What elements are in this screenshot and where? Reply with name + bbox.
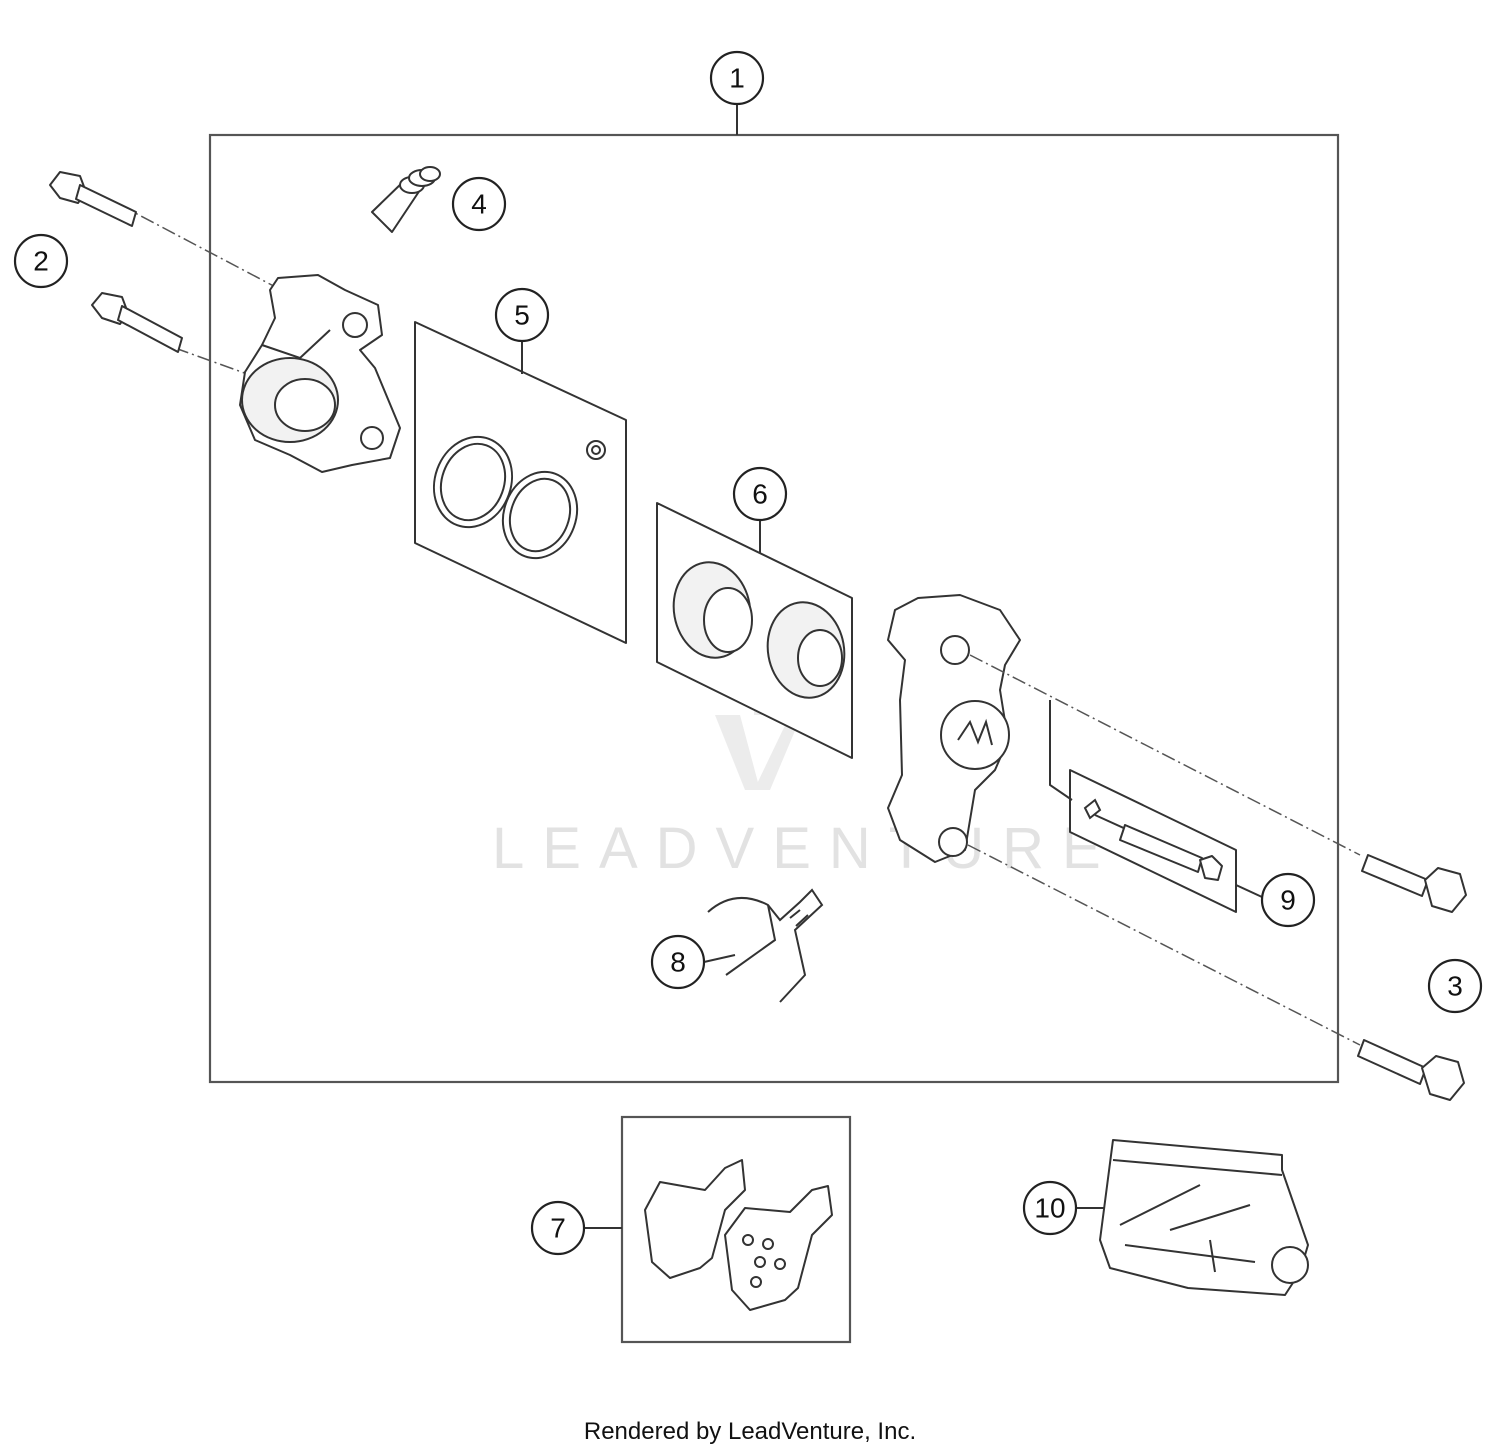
footer-credit: Rendered by LeadVenture, Inc. bbox=[583, 1418, 917, 1445]
caliper-kit-box bbox=[208, 133, 1340, 1084]
watermark: LEADVENTURE bbox=[492, 700, 1119, 881]
piston-kit bbox=[656, 502, 853, 759]
bolt-upper-left bbox=[49, 171, 286, 293]
callout-8[interactable]: 8 bbox=[650, 934, 706, 990]
callout-1[interactable]: 1 bbox=[709, 50, 765, 106]
callout-label: 9 bbox=[1280, 885, 1296, 916]
caliper-half-left bbox=[239, 274, 401, 473]
callout-label: 7 bbox=[550, 1213, 566, 1244]
callout-label: 10 bbox=[1034, 1193, 1065, 1224]
callout-7[interactable]: 7 bbox=[530, 1200, 586, 1256]
leader-9 bbox=[1235, 884, 1263, 898]
callout-label: 6 bbox=[752, 479, 768, 510]
caliper-half-right bbox=[887, 594, 1361, 1046]
leader-8 bbox=[703, 954, 736, 963]
instruction-bag bbox=[1099, 1139, 1309, 1296]
callout-6[interactable]: 6 bbox=[732, 466, 788, 522]
callout-2[interactable]: 2 bbox=[13, 233, 69, 289]
brake-pads bbox=[644, 1159, 833, 1311]
brake-pad-box bbox=[620, 1115, 852, 1344]
bolt-lower-right bbox=[1357, 1039, 1465, 1101]
callout-label: 1 bbox=[729, 63, 745, 94]
callout-3[interactable]: 3 bbox=[1427, 958, 1483, 1014]
bolt-lower-left bbox=[91, 292, 251, 376]
callout-label: 8 bbox=[670, 947, 686, 978]
pin-kit bbox=[1049, 700, 1237, 913]
callout-9[interactable]: 9 bbox=[1260, 872, 1316, 928]
bleed-nipple bbox=[371, 166, 441, 233]
spring-clip bbox=[707, 888, 824, 1003]
watermark-text: LEADVENTURE bbox=[492, 816, 1119, 881]
bolt-upper-right bbox=[1361, 854, 1467, 913]
callout-5[interactable]: 5 bbox=[494, 287, 550, 343]
seal-kit bbox=[414, 321, 627, 644]
callout-label: 3 bbox=[1447, 971, 1463, 1002]
watermark-logo bbox=[700, 700, 808, 790]
callout-4[interactable]: 4 bbox=[451, 176, 507, 232]
callout-label: 4 bbox=[471, 189, 487, 220]
callout-label: 5 bbox=[514, 300, 530, 331]
callout-label: 2 bbox=[33, 246, 49, 277]
callout-10[interactable]: 10 bbox=[1022, 1180, 1078, 1236]
